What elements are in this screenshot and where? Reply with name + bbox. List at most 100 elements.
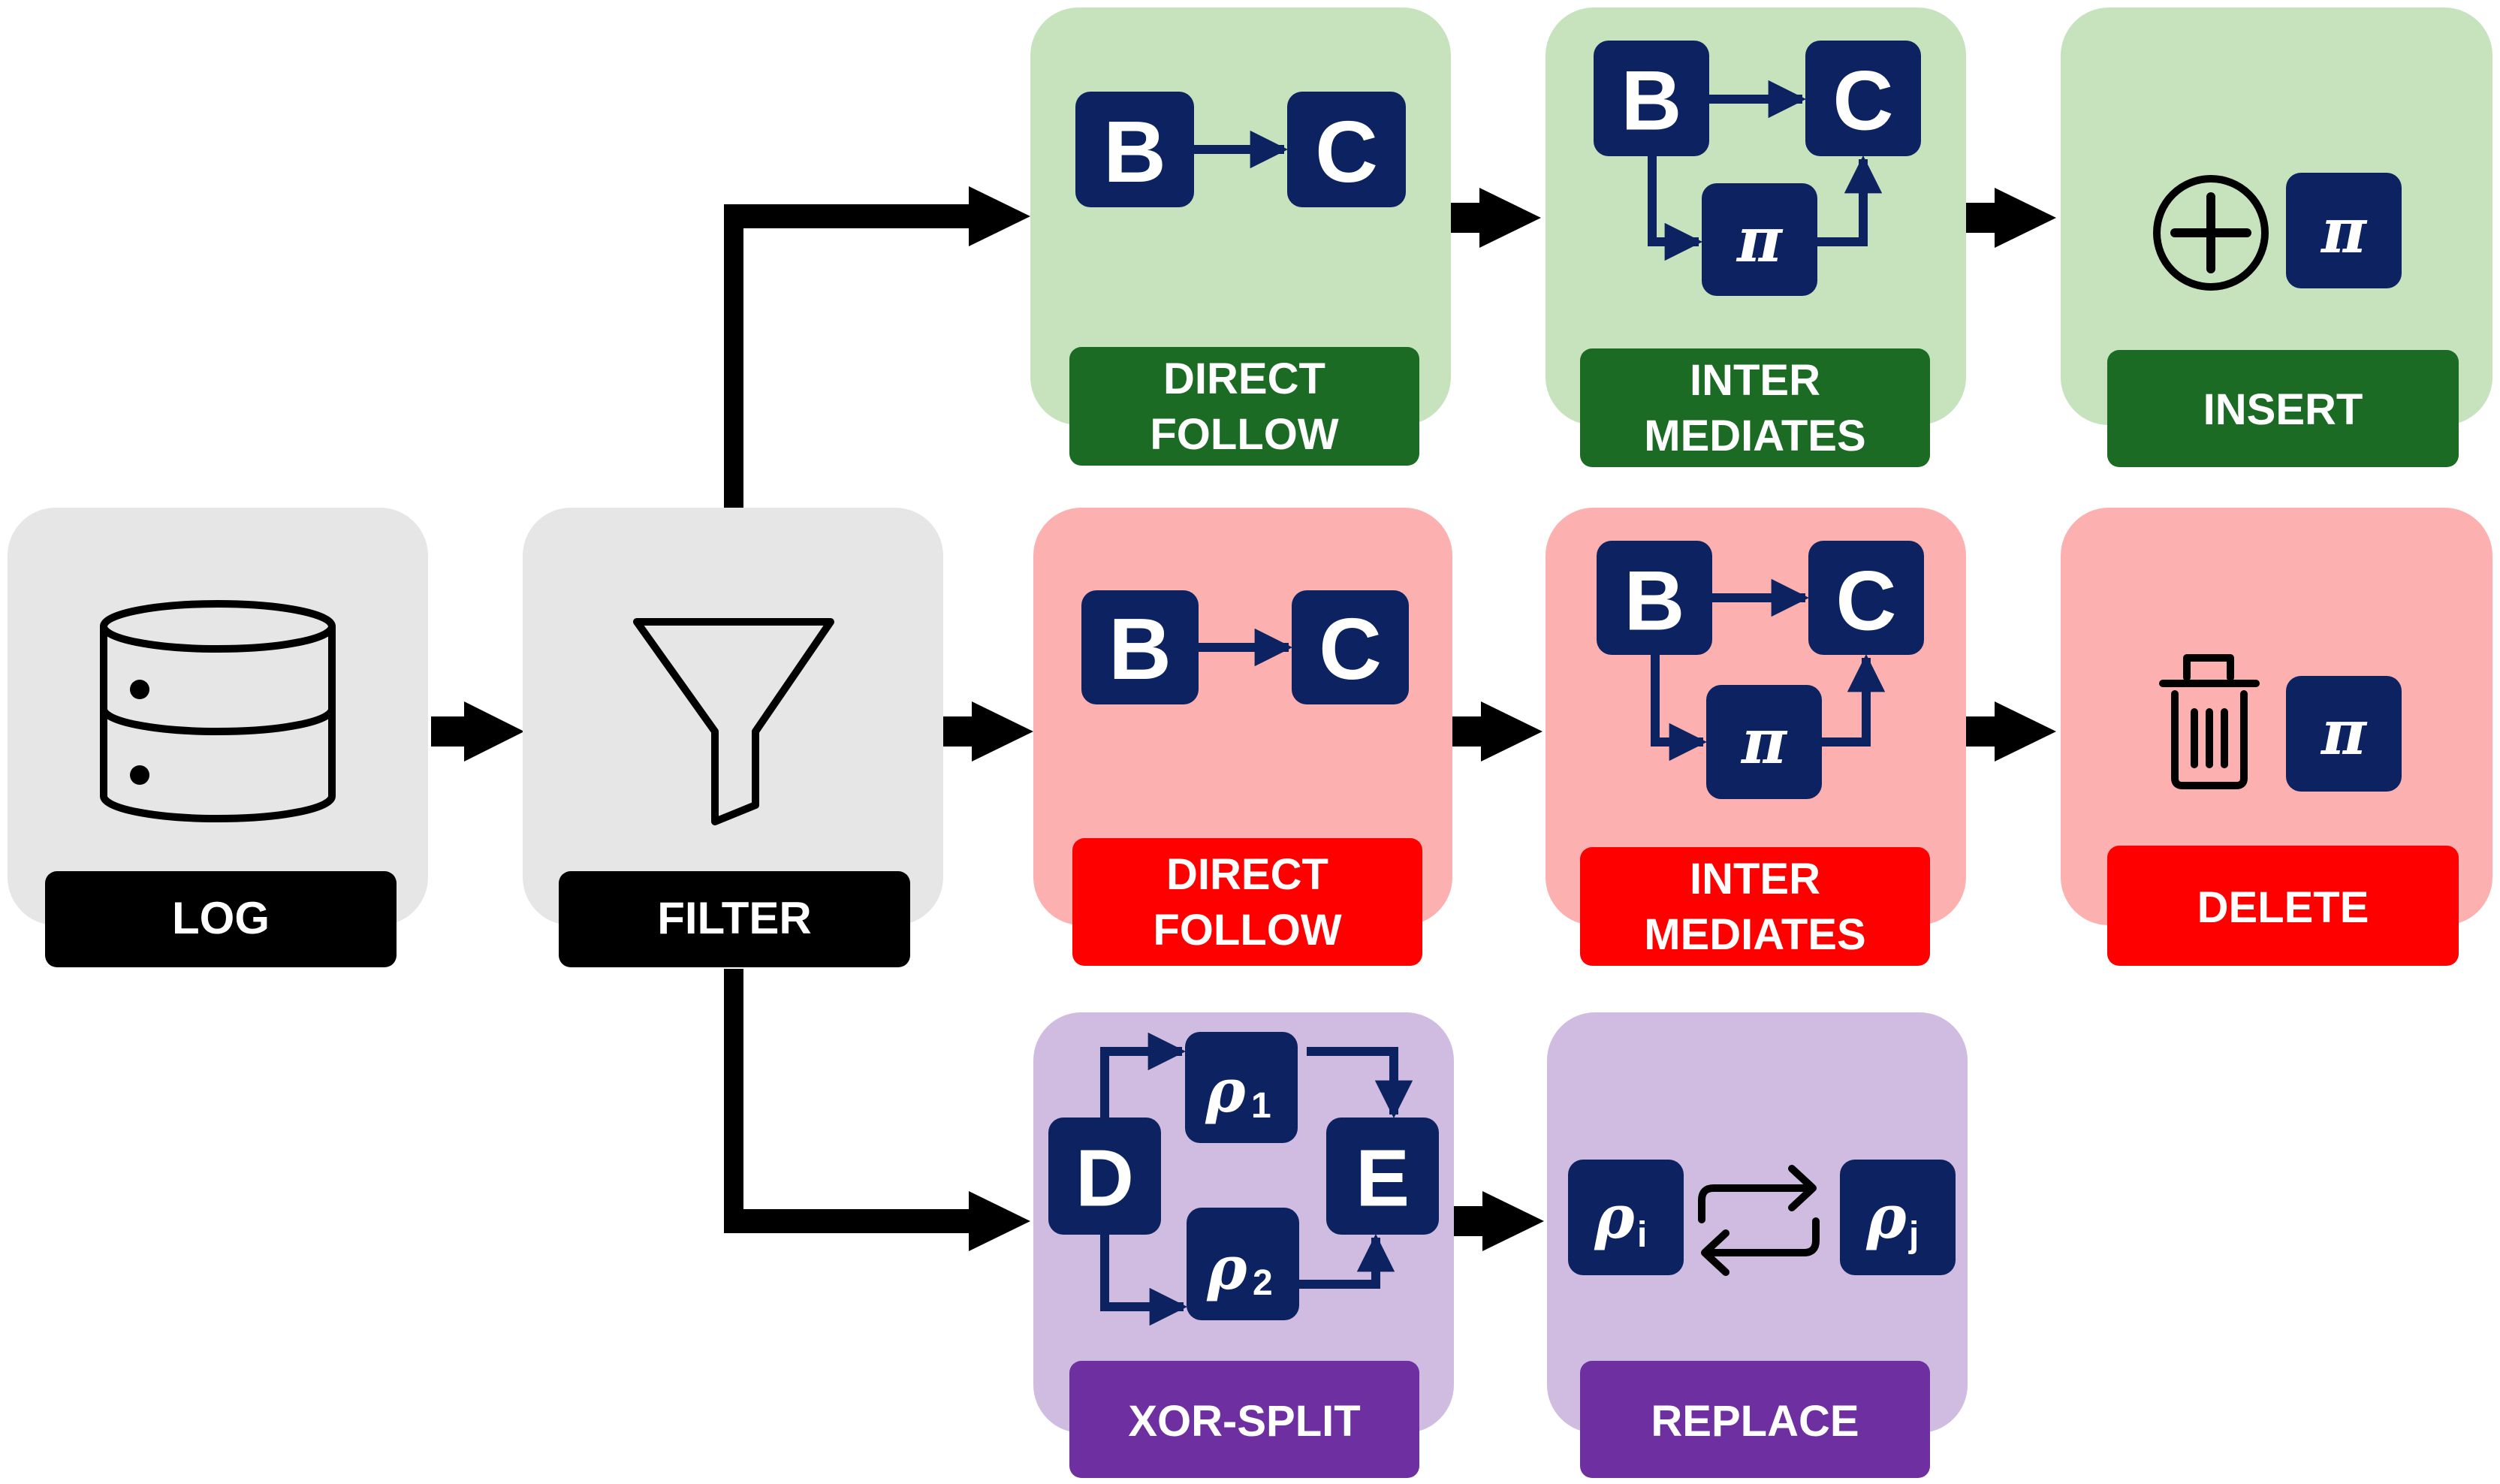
- arrow-b-to-pi: [1651, 655, 1708, 762]
- label-green-direct-follow-line2: FOLLOW: [1150, 410, 1339, 459]
- label-green-intermediates-line2: MEDIATES: [1644, 412, 1865, 460]
- label-filter-text: FILTER: [657, 893, 812, 943]
- green-direct-follow-diagram: B C: [1075, 92, 1406, 207]
- connector-red-1-shaft: [1452, 716, 1485, 747]
- label-red-intermediates-line1: INTER: [1690, 855, 1820, 903]
- arrow-d-to-rho2: [1100, 1235, 1188, 1326]
- connector-filter-up-vertical: [724, 204, 743, 508]
- card-red-delete: [2061, 508, 2492, 925]
- chip-b: [1594, 41, 1709, 156]
- label-green-direct-follow: [1069, 347, 1419, 466]
- chip-c: [1805, 41, 1921, 156]
- chip-b: [1075, 92, 1194, 207]
- chip-b-text: B: [1624, 554, 1685, 648]
- chip-rho-2-subscript: 2: [1253, 1263, 1273, 1303]
- card-log: [8, 508, 428, 925]
- connector-filter-down-vertical: [724, 969, 743, 1233]
- chip-c: [1287, 92, 1406, 207]
- connector-filter-down-head: [969, 1191, 1030, 1251]
- chip-b-text: B: [1108, 600, 1172, 698]
- chip-c-text: C: [1315, 103, 1378, 201]
- chip-pi: [2286, 676, 2402, 792]
- connector-filter-mid-shaft: [943, 716, 976, 747]
- label-insert-text: INSERT: [2203, 385, 2363, 434]
- connector-filter-down-horizontal: [724, 1209, 975, 1233]
- connector-log-filter-shaft: [431, 716, 467, 747]
- chip-b-text: B: [1621, 54, 1682, 148]
- label-red-intermediates: [1580, 847, 1930, 966]
- chip-b: [1597, 541, 1712, 655]
- chip-b: [1081, 590, 1199, 704]
- chip-pi-text: π: [1736, 204, 1784, 276]
- arrow-rho1-to-e: [1307, 1047, 1413, 1119]
- label-log: [45, 871, 397, 967]
- chip-rho-1-subscript: 1: [1251, 1086, 1271, 1126]
- label-xor-split-text: XOR-SPLIT: [1128, 1397, 1360, 1446]
- label-replace-text: REPLACE: [1651, 1397, 1859, 1446]
- chip-d-text: D: [1075, 1133, 1134, 1223]
- connectors: [431, 186, 2056, 1251]
- chip-rho-1: [1185, 1032, 1298, 1143]
- arrow-d-to-rho1: [1100, 1032, 1187, 1118]
- label-green-direct-follow-line1: DIRECT: [1163, 354, 1325, 403]
- connector-log-filter-head: [464, 701, 524, 762]
- label-xor-split: [1069, 1361, 1419, 1478]
- label-green-intermediates: [1580, 348, 1930, 467]
- chip-pi-text: π: [2320, 195, 2368, 267]
- chip-rho-2: [1187, 1208, 1299, 1320]
- chip-c-text: C: [1836, 554, 1897, 648]
- xor-split-diagram: D E ρ 1 ρ 2: [1048, 1032, 1439, 1326]
- chip-rho-j: [1840, 1160, 1956, 1275]
- chip-pi: [2286, 173, 2402, 288]
- red-direct-follow-diagram: B C: [1081, 590, 1409, 704]
- log-database-icon: [100, 600, 336, 822]
- plus-circle-icon: [2153, 175, 2269, 291]
- connector-red-2-head: [1995, 701, 2056, 762]
- connector-red-2-shaft: [1966, 716, 1999, 747]
- swap-arrows-icon: [1698, 1165, 1820, 1276]
- label-red-direct-follow: [1072, 838, 1422, 966]
- chip-c-text: C: [1833, 54, 1894, 148]
- connector-green-1-head: [1479, 188, 1541, 248]
- red-intermediates-diagram: B C π: [1597, 541, 1924, 799]
- label-insert: [2107, 350, 2459, 467]
- chip-rho-i: [1568, 1160, 1684, 1275]
- label-filter: [559, 871, 910, 967]
- chip-pi: [1706, 685, 1822, 799]
- label-red-intermediates-line2: MEDIATES: [1644, 910, 1865, 959]
- label-delete: [2107, 846, 2459, 966]
- arrow-pi-to-c: [1817, 155, 1883, 246]
- connector-green-2-shaft: [1966, 203, 1999, 233]
- label-replace: [1580, 1361, 1930, 1478]
- chip-pi-text: π: [1740, 706, 1788, 778]
- connector-green-1-shaft: [1451, 203, 1484, 233]
- connector-purple-head: [1482, 1191, 1544, 1251]
- connector-filter-up-head: [969, 186, 1030, 246]
- chip-e-text: E: [1356, 1133, 1410, 1223]
- funnel-icon: [633, 618, 834, 825]
- arrow-rho2-to-e: [1299, 1233, 1395, 1289]
- chip-rho-1-symbol: ρ: [1205, 1055, 1246, 1126]
- connector-filter-up-horizontal: [724, 204, 975, 228]
- trash-icon: [2159, 654, 2260, 789]
- connector-purple-shaft: [1454, 1206, 1487, 1236]
- arrow-b-to-pi: [1648, 156, 1703, 261]
- label-red-direct-follow-line1: DIRECT: [1166, 850, 1328, 899]
- chip-rho-i-symbol: ρ: [1594, 1181, 1635, 1252]
- chip-c-text: C: [1319, 600, 1382, 698]
- connector-green-2-head: [1995, 188, 2056, 248]
- chip-c: [1292, 590, 1409, 704]
- chip-pi: [1702, 183, 1817, 296]
- card-green-insert: [2061, 8, 2492, 425]
- chip-rho-j-subscript: j: [1908, 1215, 1919, 1255]
- chip-rho-j-symbol: ρ: [1865, 1181, 1907, 1252]
- chip-pi-text: π: [2320, 697, 2368, 769]
- label-log-text: LOG: [172, 893, 270, 943]
- arrow-pi-to-c: [1822, 653, 1886, 747]
- chip-rho-i-subscript: i: [1637, 1215, 1647, 1255]
- replace-diagram: ρ i ρ j: [1568, 1160, 1956, 1276]
- label-green-intermediates-line1: INTER: [1690, 356, 1820, 405]
- chip-d: [1048, 1118, 1161, 1235]
- label-delete-text: DELETE: [2197, 883, 2369, 932]
